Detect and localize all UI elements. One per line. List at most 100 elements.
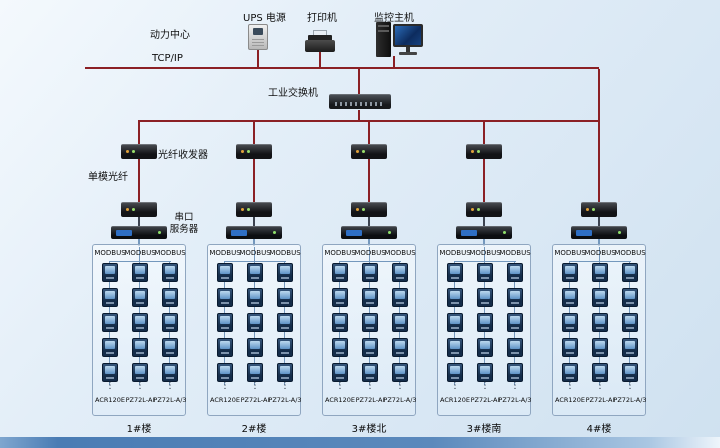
cable-transceiver-to-server	[138, 217, 140, 226]
meter-buttons	[281, 352, 289, 354]
meter-buttons	[511, 352, 519, 354]
meter-buttons	[481, 377, 489, 379]
meter-stack	[94, 263, 126, 382]
meter-buttons	[366, 277, 374, 279]
meter-icon	[162, 363, 178, 382]
meter-screen	[105, 366, 115, 374]
meter-stack	[154, 263, 186, 382]
meter-buttons	[336, 277, 344, 279]
monitor-stand	[406, 47, 410, 52]
meter-buttons	[451, 302, 459, 304]
meter-screen	[450, 266, 460, 274]
meter-buttons	[481, 352, 489, 354]
cable-to-transceiver	[368, 120, 370, 144]
meter-column: MODBUS ⋮ PZ72L-A/3	[383, 249, 417, 413]
meter-model-label: PZ72L-A/3	[383, 396, 417, 404]
meter-screen	[510, 291, 520, 299]
meter-buttons	[136, 277, 144, 279]
meter-panel: MODBUS ⋮ ACR120E MODBUS ⋮ PZ72L-AI MODBU…	[437, 244, 532, 416]
meter-screen	[480, 366, 490, 374]
modbus-distribution-line	[339, 261, 401, 262]
server-panel	[346, 230, 362, 236]
ellipsis: ⋮	[450, 381, 460, 391]
single-mode-fiber-label: 单模光纤	[88, 172, 128, 183]
meter-buttons	[396, 327, 404, 329]
meter-screen	[510, 316, 520, 324]
meter-icon	[447, 313, 463, 332]
meter-screen	[395, 341, 405, 349]
meter-column: MODBUS ⋮ PZ72L-A/3	[613, 249, 646, 413]
meter-icon	[477, 363, 493, 382]
meter-buttons	[626, 377, 634, 379]
meter-icon	[622, 288, 638, 307]
fiber-transceiver-icon	[351, 144, 387, 159]
meter-icon	[562, 263, 578, 282]
meter-buttons	[451, 352, 459, 354]
meter-screen	[280, 291, 290, 299]
meter-stack	[499, 263, 531, 382]
building-label: 3#楼北	[351, 424, 387, 435]
meter-buttons	[626, 302, 634, 304]
meter-buttons	[596, 377, 604, 379]
led-light	[126, 150, 129, 153]
single-mode-fiber-cable	[138, 159, 140, 202]
meter-buttons	[396, 302, 404, 304]
meter-screen	[450, 291, 460, 299]
meter-buttons	[136, 327, 144, 329]
building-label: 1#楼	[126, 424, 152, 435]
meter-buttons	[251, 277, 259, 279]
printer-icon	[305, 30, 335, 52]
meter-stack	[209, 263, 241, 382]
led-light	[586, 208, 589, 211]
ellipsis: ⋮	[250, 381, 260, 391]
modbus-label: MODBUS	[384, 249, 416, 257]
meter-icon	[392, 263, 408, 282]
meter-screen	[395, 316, 405, 324]
meter-model-label: ACR120E	[440, 396, 470, 404]
modbus-label: MODBUS	[239, 249, 271, 257]
meter-model-label: PZ72L-AI	[585, 396, 615, 404]
meter-screen	[625, 341, 635, 349]
meter-icon	[477, 288, 493, 307]
meter-screen	[510, 366, 520, 374]
led-light	[158, 231, 161, 234]
meter-icon	[477, 338, 493, 357]
meter-stack	[469, 263, 501, 382]
cable-server-to-panel	[368, 239, 370, 246]
meter-icon	[217, 338, 233, 357]
single-mode-fiber-cable	[368, 159, 370, 202]
meter-icon	[247, 363, 263, 382]
monitor-screen	[395, 26, 421, 45]
modbus-label: MODBUS	[499, 249, 531, 257]
printer-label: 打印机	[307, 13, 337, 24]
meter-buttons	[336, 302, 344, 304]
led-light	[241, 150, 244, 153]
meter-buttons	[366, 327, 374, 329]
meter-model-label: ACR120E	[555, 396, 585, 404]
meter-panel: MODBUS ⋮ ACR120E MODBUS ⋮ PZ72L-AI MODBU…	[92, 244, 187, 416]
meter-screen	[250, 291, 260, 299]
meter-icon	[562, 363, 578, 382]
meter-buttons	[481, 302, 489, 304]
modbus-label: MODBUS	[354, 249, 386, 257]
meter-stack	[124, 263, 156, 382]
meter-buttons	[166, 302, 174, 304]
modbus-distribution-line	[569, 261, 631, 262]
meter-screen	[105, 316, 115, 324]
meter-buttons	[336, 352, 344, 354]
meter-screen	[565, 366, 575, 374]
modbus-label: MODBUS	[554, 249, 586, 257]
meter-screen	[625, 316, 635, 324]
meter-buttons	[251, 327, 259, 329]
meter-screen	[395, 366, 405, 374]
cable-to-transceiver	[253, 120, 255, 144]
meter-buttons	[251, 352, 259, 354]
tower-slot	[378, 25, 389, 27]
building-label: 2#楼	[241, 424, 267, 435]
building-group-2: MODBUS ⋮ ACR120E MODBUS ⋮ PZ72L-AI MODBU…	[207, 120, 302, 435]
meter-icon	[392, 338, 408, 357]
meter-screen	[595, 316, 605, 324]
meter-screen	[280, 366, 290, 374]
meter-screen	[220, 266, 230, 274]
meter-icon	[162, 338, 178, 357]
